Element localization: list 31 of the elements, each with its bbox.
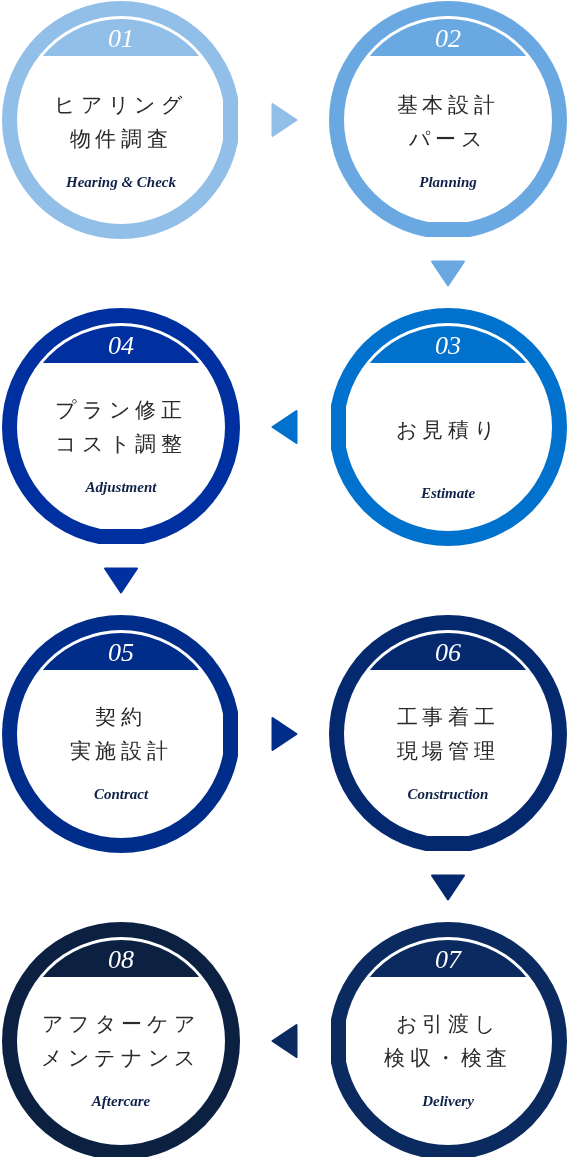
step-number: 08 — [108, 945, 134, 975]
arrow — [271, 1024, 298, 1058]
arrow — [271, 103, 298, 137]
step-title: アフターケアメンテナンス — [41, 1011, 201, 1072]
step-subtitle: Construction — [407, 786, 489, 803]
step-title: お引渡し検収・検査 — [383, 1011, 513, 1072]
step-number: 05 — [108, 638, 134, 668]
step-number: 06 — [435, 638, 461, 668]
step-subtitle: Contract — [93, 786, 149, 803]
step-title: プラン修正コスト調整 — [55, 397, 187, 458]
step-title: お見積り — [395, 417, 501, 444]
arrow — [271, 717, 298, 751]
step-subtitle: Estimate — [420, 485, 476, 502]
arrow — [271, 410, 298, 444]
step-subtitle: Aftercare — [91, 1093, 151, 1110]
step-title: 契約実施設計 — [69, 704, 173, 765]
step-title: 工事着工現場管理 — [396, 704, 500, 765]
step-number: 03 — [435, 331, 461, 361]
step-title: ヒアリング物件調査 — [54, 92, 188, 153]
arrow — [431, 874, 465, 901]
step-number: 07 — [435, 945, 461, 975]
step-subtitle: Adjustment — [85, 479, 157, 496]
arrow — [431, 260, 465, 287]
step-subtitle: Delivery — [422, 1093, 474, 1110]
step-title: 基本設計パース — [396, 92, 500, 153]
step-number: 04 — [108, 331, 134, 361]
step-subtitle: Planning — [419, 174, 477, 191]
step-number: 01 — [108, 24, 134, 54]
step-number: 02 — [435, 24, 461, 54]
arrow — [104, 567, 138, 594]
step-subtitle: Hearing & Check — [66, 174, 176, 191]
